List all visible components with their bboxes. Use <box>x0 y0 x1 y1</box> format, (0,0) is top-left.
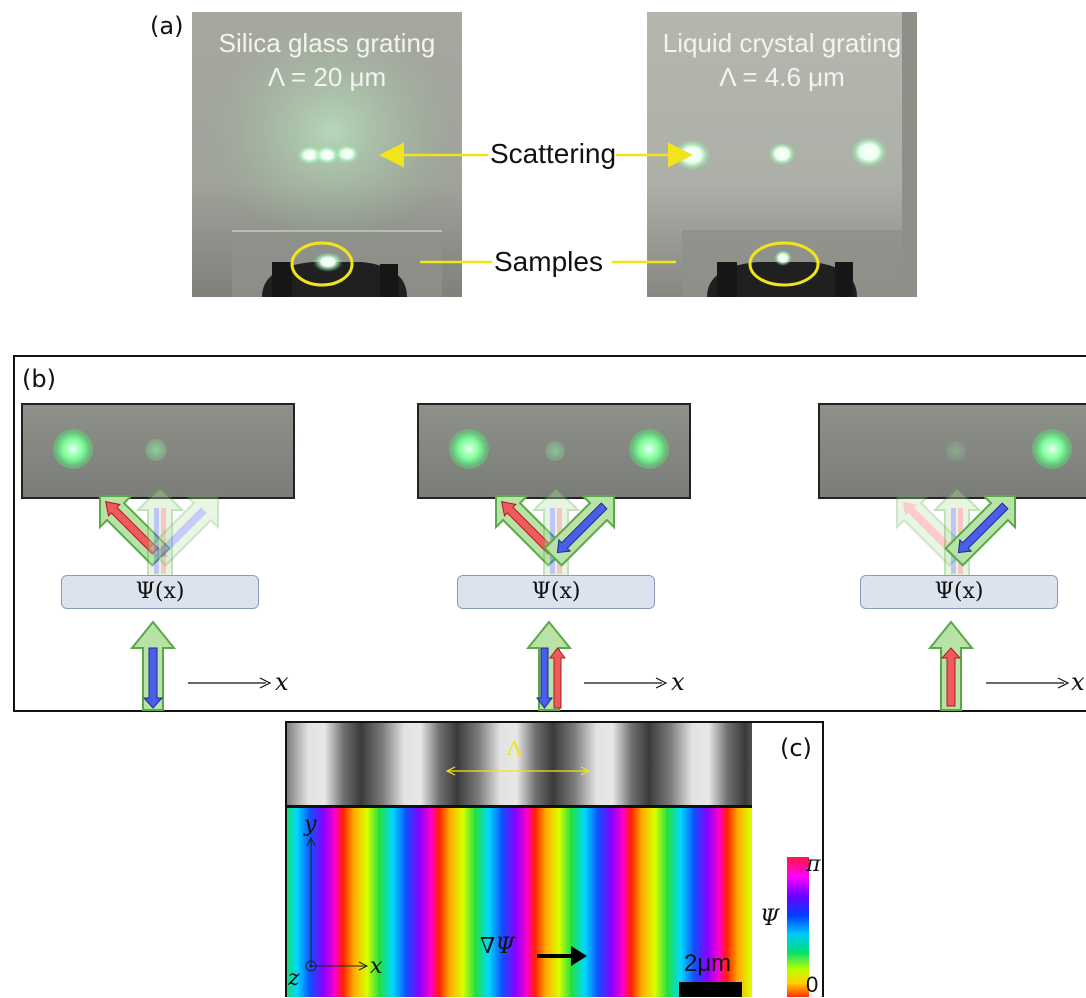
panel-c-label: (c) <box>780 734 812 762</box>
grayscale-grating-image <box>287 723 752 805</box>
psi-operator-left: Ψ(x) <box>61 575 259 609</box>
scatter-screen-right <box>818 403 1086 499</box>
panel-b-label: (b) <box>22 365 56 393</box>
x-axis-label-middle: x <box>671 668 685 696</box>
x-axis-label-left: x <box>275 668 289 696</box>
scattering-annotation: Scattering <box>490 138 617 169</box>
x-axis-label-right: x <box>1071 668 1085 696</box>
samples-annotation: Samples <box>494 246 603 277</box>
scatter-screen-left <box>21 403 295 499</box>
panel-c-divider <box>286 805 752 808</box>
output-arrows-left <box>99 488 219 581</box>
lc-grating-period: Λ = 4.6 μm <box>719 62 845 92</box>
silica-grating-title: Silica glass grating <box>218 28 436 58</box>
silica-grating-period: Λ = 20 μm <box>267 62 387 92</box>
phase-colorbar <box>787 857 809 997</box>
x-axis-arrow-left <box>188 677 272 689</box>
input-arrow-right <box>927 620 975 711</box>
colorbar-title: Ψ <box>760 906 780 931</box>
colorbar-top-label: π <box>806 852 821 877</box>
lc-grating-title: Liquid crystal grating <box>662 28 902 58</box>
psi-operator-middle: Ψ(x) <box>457 575 655 609</box>
axis-y-label: y <box>304 812 317 837</box>
output-arrows-middle <box>495 488 615 581</box>
gradient-label: ∇Ψ <box>480 934 515 959</box>
colorbar-bottom-label: 0 <box>806 972 819 997</box>
x-axis-arrow-right <box>986 677 1070 689</box>
output-arrows-right <box>896 488 1016 581</box>
x-axis-arrow-middle <box>584 677 668 689</box>
annotation-lines <box>379 142 693 264</box>
period-label: Λ <box>507 736 522 760</box>
input-arrow-left <box>129 620 177 711</box>
panel-a-label: (a) <box>150 12 184 40</box>
phase-map-image <box>287 808 752 997</box>
panel-c-frame <box>285 721 824 997</box>
scale-bar-label: 2μm <box>684 950 732 977</box>
axis-z-label: z <box>288 966 300 991</box>
scatter-screen-middle <box>417 403 691 499</box>
axis-x-label: x <box>370 954 383 979</box>
psi-operator-right: Ψ(x) <box>860 575 1058 609</box>
input-arrow-middle <box>525 620 573 711</box>
